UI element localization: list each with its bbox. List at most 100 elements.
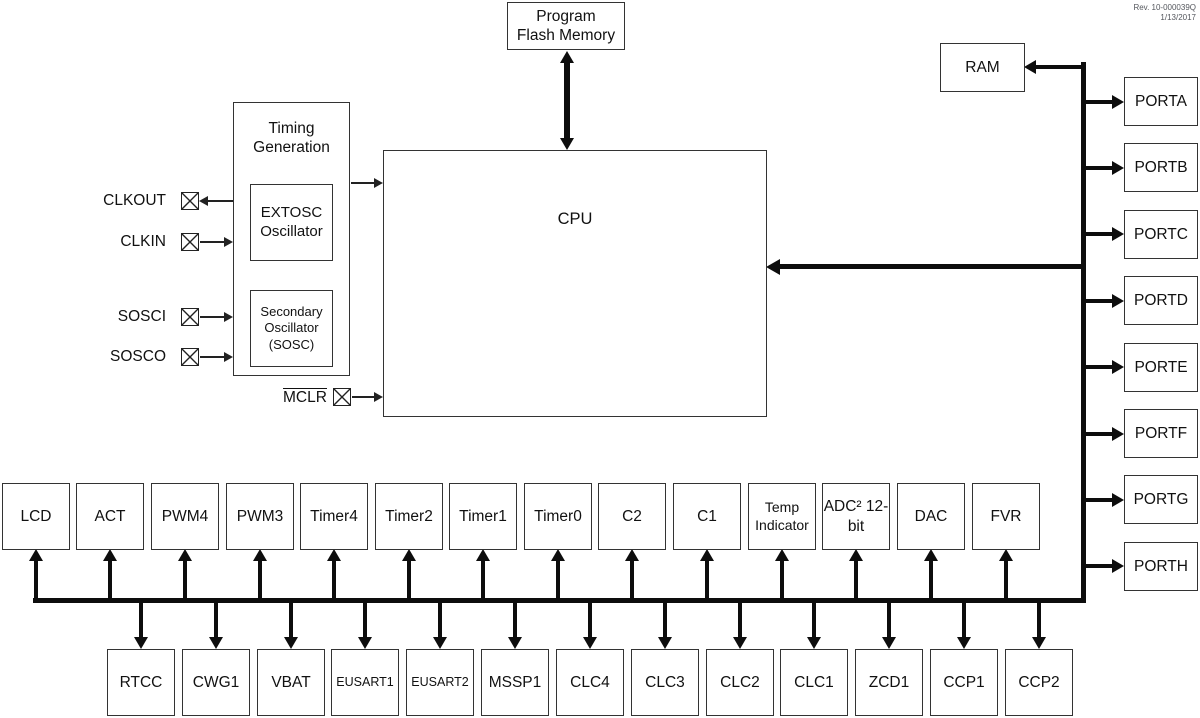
bus-up-arrow-pwm4 <box>178 549 192 600</box>
block-pwm4: PWM4 <box>151 483 219 550</box>
timing-to-cpu-arrow <box>351 178 383 188</box>
bus-up-arrow-pwm3 <box>253 549 267 600</box>
bus-up-arrow-dac <box>924 549 938 600</box>
sosci-label: SOSCI <box>117 308 166 325</box>
bus-up-arrow-adc <box>849 549 863 600</box>
block-mssp1: MSSP1 <box>481 649 549 716</box>
bus-down-arrow-clc1 <box>807 601 821 649</box>
peripheral-bus-horizontal <box>33 598 1086 603</box>
bus-down-arrow-clc2 <box>733 601 747 649</box>
bus-to-portg-arrow <box>1084 493 1124 507</box>
bus-up-arrow-c1 <box>700 549 714 600</box>
revision-date: 1/13/2017 <box>1160 12 1196 22</box>
bus-down-arrow-zcd1 <box>882 601 896 649</box>
port-h: PORTH <box>1124 542 1198 591</box>
mclr-pin-pad-icon <box>333 388 351 406</box>
block-program-flash: Program Flash Memory <box>507 2 625 50</box>
bus-up-arrow-fvr <box>999 549 1013 600</box>
port-b: PORTB <box>1124 143 1198 192</box>
port-f: PORTF <box>1124 409 1198 458</box>
clkin-arrow <box>200 237 233 247</box>
block-c1: C1 <box>673 483 741 550</box>
mclr-label-wrap: MCLR <box>283 388 327 407</box>
bus-down-arrow-cwg1 <box>209 601 223 649</box>
extosc-label: EXTOSC Oscillator <box>260 203 323 240</box>
bus-down-arrow-mssp1 <box>508 601 522 649</box>
system-bus-vertical <box>1081 62 1086 603</box>
block-extosc-oscillator: EXTOSC Oscillator <box>250 184 333 261</box>
clkout-label: CLKOUT <box>103 192 166 209</box>
clkin-label: CLKIN <box>120 233 166 250</box>
block-timer1: Timer1 <box>449 483 517 550</box>
bus-down-arrow-ccp2 <box>1032 601 1046 649</box>
sosco-pin-pad-icon <box>181 348 199 366</box>
bus-up-arrow-timer0 <box>551 549 565 600</box>
sosci-arrow <box>200 312 233 322</box>
bus-up-arrow-temp <box>775 549 789 600</box>
bus-down-arrow-ccp1 <box>957 601 971 649</box>
bus-to-portf-arrow <box>1084 427 1124 441</box>
clkout-arrow <box>199 196 233 206</box>
bus-up-arrow-lcd <box>29 549 43 600</box>
mclr-label: MCLR <box>283 388 327 406</box>
bus-down-arrow-eusart1 <box>358 601 372 649</box>
bus-down-arrow-vbat <box>284 601 298 649</box>
clkout-pin-pad-icon <box>181 192 199 210</box>
timing-generation-label: Timing Generation <box>253 120 330 157</box>
block-cwg1: CWG1 <box>182 649 250 716</box>
block-ram: RAM <box>940 43 1025 92</box>
cpu-label: CPU <box>557 210 593 228</box>
revision-number: Rev. 10-000039Q <box>1133 3 1196 12</box>
block-lcd: LCD <box>2 483 70 550</box>
flash-cpu-bidirectional-arrow <box>560 51 574 150</box>
block-rtcc: RTCC <box>107 649 175 716</box>
block-act: ACT <box>76 483 144 550</box>
sosc-label: Secondary Oscillator (SOSC) <box>260 304 323 352</box>
block-ccp2: CCP2 <box>1005 649 1073 716</box>
revision-note: Rev. 10-000039Q 1/13/2017 <box>1133 3 1196 22</box>
sosco-label: SOSCO <box>110 348 166 365</box>
bus-down-arrow-eusart2 <box>433 601 447 649</box>
block-dac: DAC <box>897 483 965 550</box>
bus-up-arrow-c2 <box>625 549 639 600</box>
bus-to-cpu-arrow <box>766 258 1085 275</box>
block-adc: ADC² 12-bit <box>822 483 890 550</box>
bus-to-portc-arrow <box>1084 227 1124 241</box>
clkin-pin-pad-icon <box>181 233 199 251</box>
bus-up-arrow-act <box>103 549 117 600</box>
bus-down-arrow-clc4 <box>583 601 597 649</box>
block-clc3: CLC3 <box>631 649 699 716</box>
mclr-arrow <box>352 392 383 402</box>
program-flash-label: Program Flash Memory <box>516 7 616 44</box>
bus-to-portb-arrow <box>1084 161 1124 175</box>
port-g: PORTG <box>1124 475 1198 524</box>
port-a: PORTA <box>1124 77 1198 126</box>
bus-to-porth-arrow <box>1084 559 1124 573</box>
port-c: PORTC <box>1124 210 1198 259</box>
bus-to-porta-arrow <box>1084 95 1124 109</box>
block-clc1: CLC1 <box>780 649 848 716</box>
block-ccp1: CCP1 <box>930 649 998 716</box>
block-eusart1: EUSART1 <box>331 649 399 716</box>
block-vbat: VBAT <box>257 649 325 716</box>
block-cpu: CPU <box>383 150 767 417</box>
bus-to-ram-arrow <box>1024 60 1085 74</box>
bus-up-arrow-timer1 <box>476 549 490 600</box>
port-e: PORTE <box>1124 343 1198 392</box>
block-secondary-oscillator: Secondary Oscillator (SOSC) <box>250 290 333 367</box>
bus-up-arrow-timer4 <box>327 549 341 600</box>
block-zcd1: ZCD1 <box>855 649 923 716</box>
block-eusart2: EUSART2 <box>406 649 474 716</box>
block-pwm3: PWM3 <box>226 483 294 550</box>
bus-down-arrow-rtcc <box>134 601 148 649</box>
sosco-arrow <box>200 352 233 362</box>
bus-to-porte-arrow <box>1084 360 1124 374</box>
block-c2: C2 <box>598 483 666 550</box>
block-timer4: Timer4 <box>300 483 368 550</box>
port-d: PORTD <box>1124 276 1198 325</box>
block-temp-indicator: Temp Indicator <box>748 483 816 550</box>
block-timer0: Timer0 <box>524 483 592 550</box>
bus-up-arrow-timer2 <box>402 549 416 600</box>
block-clc2: CLC2 <box>706 649 774 716</box>
